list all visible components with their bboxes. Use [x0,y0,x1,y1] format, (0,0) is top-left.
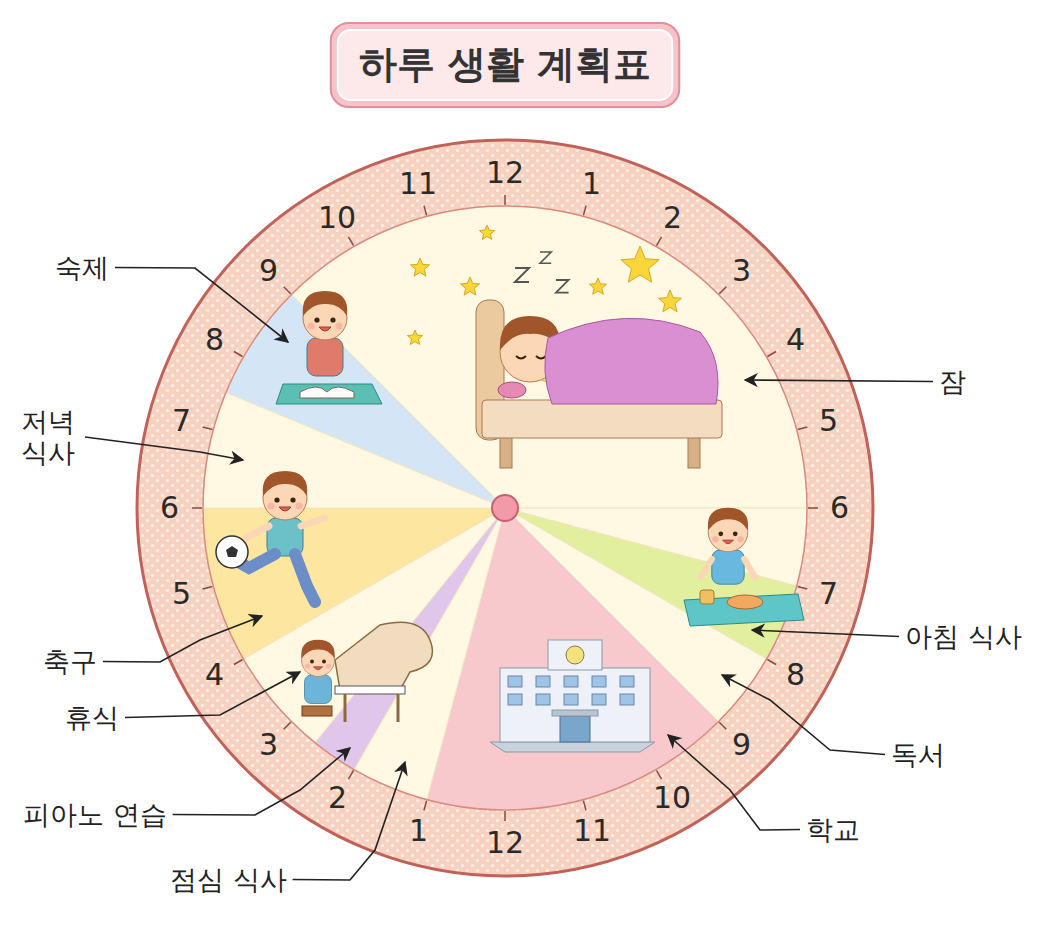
clock-number: 5 [172,577,191,612]
star [659,290,682,312]
snore-mark [540,252,551,263]
star [410,258,429,276]
star [460,277,479,295]
clock-number: 8 [205,323,224,358]
snore-mark [556,280,569,293]
clock-face [137,140,873,876]
activity-label: 휴식 [65,702,119,733]
hour-tick [657,237,662,246]
activity-label: 아침 식사 [905,621,1022,652]
star [621,246,659,282]
clock-number: 10 [318,201,356,236]
hour-tick [798,586,808,589]
clock-number: 3 [732,254,751,289]
hour-tick [349,770,354,779]
clock-number: 12 [486,156,524,191]
clock-number: 11 [573,814,611,849]
child-figure [235,471,325,602]
clock-number: 4 [205,658,224,693]
clock-number: 2 [328,781,347,816]
activity-label: 학교 [806,814,860,845]
hour-tick [284,287,291,294]
leader-line [293,762,405,880]
clock-number: 1 [582,167,601,202]
leader-line [85,437,243,460]
child-figure [303,291,348,376]
hour-tick [234,352,243,357]
activity-label: 잠 [939,366,966,397]
hour-tick [583,206,586,216]
clock-number: 8 [786,658,805,693]
hour-tick [657,770,662,779]
leader-line [103,616,262,662]
centre-pin [492,495,518,521]
title: 하루 생활 계획표 [359,43,651,87]
hour-tick [284,722,291,729]
hour-tick [349,237,354,246]
number-ring [137,140,873,876]
child-figure [301,640,334,704]
hour-tick [504,811,506,821]
leader-line [745,380,933,382]
piano [302,622,433,722]
time-sector [203,508,505,659]
clock-number: 9 [259,254,278,289]
activity-label: 피아노 연습 [23,799,167,830]
hour-tick [424,206,427,216]
hour-tick [719,722,726,729]
clock-number: 6 [160,491,179,526]
school-building [490,640,655,752]
clock-number: 6 [830,491,849,526]
clock-number: 12 [486,826,524,861]
hour-tick [203,586,213,589]
activity-label: 저녁 식사 [17,406,79,468]
clock-number: 10 [653,781,691,816]
hour-tick [203,427,213,430]
star [479,225,494,239]
star [589,278,606,294]
clock-number: 3 [259,728,278,763]
hour-tick [234,660,243,665]
clock-number: 1 [409,814,428,849]
inner-border [203,206,807,810]
hour-tick [719,287,726,294]
hour-tick [798,427,808,430]
hour-tick [583,801,586,811]
clock-number: 7 [172,404,191,439]
activity-label: 점심 식사 [170,864,287,895]
hour-tick [424,801,427,811]
clock-number: 9 [732,728,751,763]
snore-mark [515,268,529,282]
ring-border [137,140,873,876]
activity-label: 숙제 [55,252,109,283]
child-figure [701,508,755,585]
pictures [216,225,804,752]
activity-label: 축구 [43,646,97,677]
clock-number: 11 [399,167,437,202]
leader-lines [85,268,933,880]
clock-number: 2 [663,201,682,236]
title-box [331,23,679,107]
desk [276,384,382,404]
cup [700,590,714,604]
clock-number: 4 [786,323,805,358]
activity-label: 독서 [891,739,945,770]
hour-tick [767,660,776,665]
clock-number: 5 [819,404,838,439]
book [300,387,354,398]
clock-number: 7 [819,577,838,612]
hour-tick [767,352,776,357]
star [407,330,422,344]
hour-tick [808,507,818,509]
soccer-ball [216,536,248,568]
hour-tick [504,195,506,205]
plate [727,595,763,609]
leader-line [752,630,899,637]
bed [476,300,722,468]
hour-tick [192,507,202,509]
